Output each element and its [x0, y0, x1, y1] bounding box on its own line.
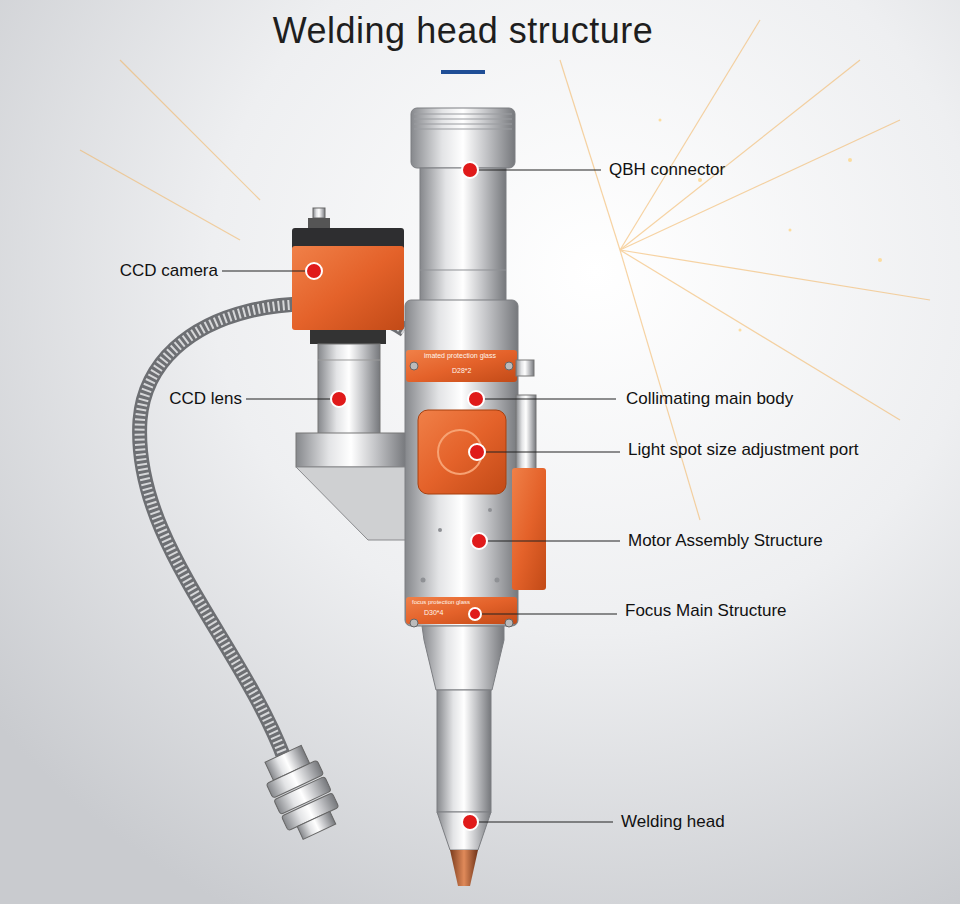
motor-box	[512, 468, 546, 590]
nozzle-cone	[422, 626, 504, 690]
leader-lines	[222, 170, 620, 822]
plate-text: D28*2	[452, 367, 471, 375]
copper-tip	[450, 850, 478, 886]
lens-ring	[318, 360, 380, 361]
screw	[505, 619, 513, 627]
plate-text: focus protection glass	[412, 599, 470, 606]
part-label: Welding head	[621, 812, 725, 832]
title-underline	[441, 70, 485, 74]
plate-text: D30*4	[424, 609, 443, 617]
qbh-cap	[411, 108, 515, 168]
lens-flange	[296, 433, 406, 467]
part-label: Light spot size adjustment port	[628, 440, 859, 460]
camera-mount	[310, 330, 386, 344]
spark-dots	[659, 119, 883, 332]
body-holes	[421, 508, 500, 583]
camera-body	[292, 246, 404, 330]
hose-ribs	[140, 304, 405, 760]
collimating-glass-plate	[406, 350, 517, 382]
part-label: Focus Main Structure	[625, 601, 787, 621]
side-fitting	[516, 395, 536, 470]
screw	[410, 362, 418, 370]
ccd-lens-body	[318, 344, 380, 438]
part-label: QBH connector	[609, 160, 725, 180]
nozzle-tube	[437, 690, 491, 812]
main-body	[405, 300, 518, 626]
part-label: CCD camera	[120, 261, 218, 281]
camera-bracket	[296, 467, 406, 540]
nozzle-taper	[437, 812, 491, 850]
sparks	[80, 20, 930, 520]
page-title: Welding head structure	[273, 10, 654, 51]
part-label: Collimating main body	[626, 389, 793, 409]
camera-plug	[313, 208, 325, 218]
screw	[410, 619, 418, 627]
focus-glass-plate	[406, 597, 517, 624]
qbh-ribs	[414, 114, 512, 129]
part-label: CCD lens	[169, 389, 242, 409]
part-label: Motor Assembly Structure	[628, 531, 823, 551]
hose-connector	[258, 742, 345, 844]
screw	[505, 362, 513, 370]
hose	[140, 304, 405, 760]
tube-joint	[420, 270, 506, 271]
plate-text: imated protection glass	[424, 352, 496, 360]
callout-dots	[306, 162, 487, 830]
air-fitting	[516, 360, 534, 376]
qbh-tube	[420, 168, 506, 308]
